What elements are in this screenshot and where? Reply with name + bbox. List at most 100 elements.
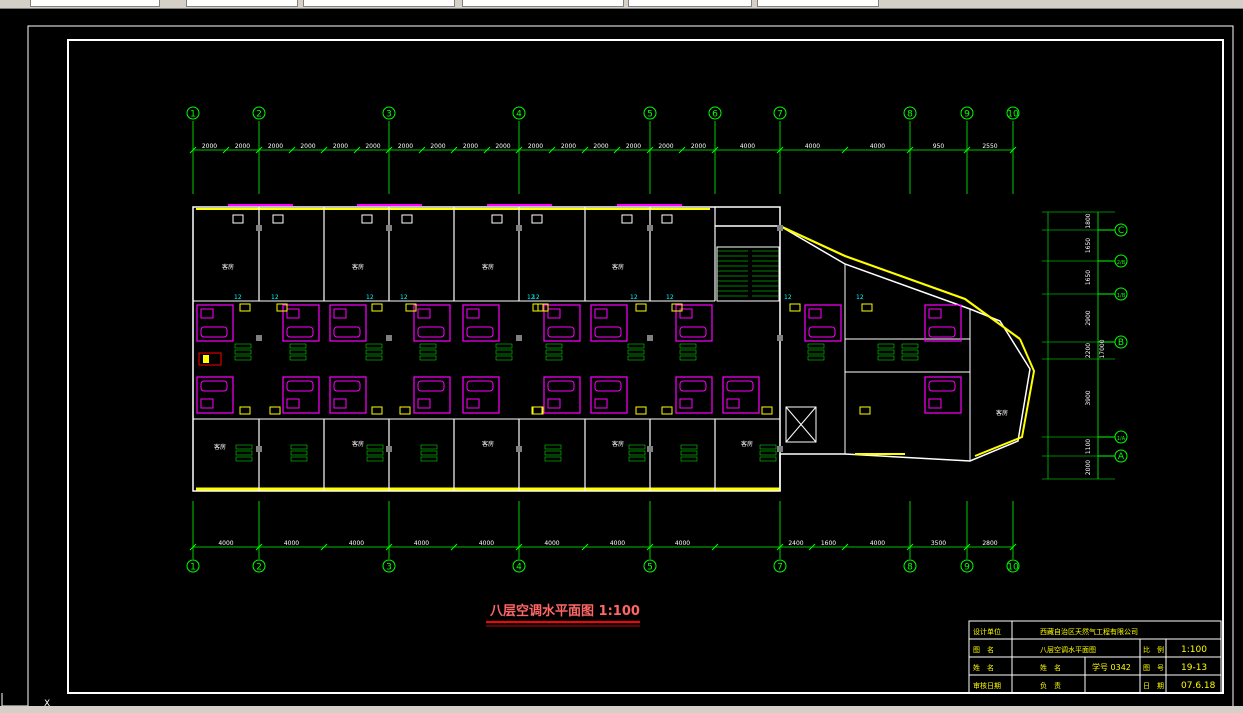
- dim-tick-bottom: [808, 543, 816, 551]
- bathroom-bottom: [924, 376, 962, 414]
- room-label: 客房: [222, 263, 234, 271]
- axis-label-bottom: 8: [907, 563, 913, 573]
- toolbar-combo-color[interactable]: [186, 0, 298, 7]
- pipe-label: [877, 349, 895, 355]
- dim-tick-bottom: [255, 543, 263, 551]
- tb-responsible-label: 负 责: [1040, 681, 1061, 690]
- fan-coil-unit-bottom: [859, 406, 871, 415]
- dim-tick-bottom: [515, 543, 523, 551]
- column: [777, 446, 783, 452]
- dim-text-bottom: 2400: [788, 540, 803, 547]
- dim-text-bottom: 4000: [479, 540, 494, 547]
- tb-designer-value: 西藏自治区天然气工程有限公司: [1040, 627, 1138, 636]
- ac-unit: [491, 214, 503, 224]
- sink-bottom: [594, 398, 608, 409]
- tb-date-value: 07.6.18: [1181, 681, 1216, 691]
- fan-coil-unit-bottom: [635, 406, 647, 415]
- dim-tick-bottom: [189, 543, 197, 551]
- fan-coil-unit: [635, 303, 647, 312]
- dim-text-top: 2000: [658, 143, 673, 150]
- tub-top: [417, 326, 445, 338]
- ac-unit: [401, 214, 413, 224]
- ac-unit: [661, 214, 673, 224]
- dim-tick-top: [963, 146, 971, 154]
- dim-text-bottom: 4000: [870, 540, 885, 547]
- tb-name-value: 八层空调水平面图: [1040, 645, 1096, 654]
- window-east-curved: [779, 225, 1021, 340]
- dim-text-bottom: 4000: [349, 540, 364, 547]
- axis-bubble-right: [1114, 287, 1128, 301]
- dim-tick-top: [1009, 146, 1017, 154]
- toolbar-combo-plotstyle[interactable]: [628, 0, 752, 7]
- axis-bubble-top: [708, 106, 722, 120]
- axis-label-top: 10: [1007, 110, 1019, 120]
- room-label: 客房: [612, 440, 624, 448]
- tub-bottom: [333, 380, 361, 392]
- dim-tick-top: [776, 146, 784, 154]
- column: [256, 446, 262, 452]
- pipe-label: [759, 444, 777, 450]
- ac-unit: [361, 214, 373, 224]
- dim-tick-top: [189, 146, 197, 154]
- elevator: [785, 406, 817, 443]
- dim-tick-top: [385, 146, 393, 154]
- dim-text-bottom: 4000: [218, 540, 233, 547]
- dim-tick-top: [222, 146, 230, 154]
- pipe-label: [495, 343, 513, 349]
- dim-text-bottom: 2800: [982, 540, 997, 547]
- bathroom-top: [282, 304, 320, 342]
- column: [386, 335, 392, 341]
- dim-tick-bottom: [906, 543, 914, 551]
- sink-top: [808, 308, 822, 319]
- axis-bubble-top: [773, 106, 787, 120]
- pipe-label: [680, 450, 698, 456]
- toolbar-combo-layer[interactable]: [30, 0, 160, 7]
- toolbar-combo-style[interactable]: [757, 0, 879, 7]
- dim-text-top: 2000: [268, 143, 283, 150]
- pipe-label: [235, 444, 253, 450]
- toolbar-combo-lineweight[interactable]: [462, 0, 624, 7]
- dim-text-right: 1100: [1085, 439, 1092, 454]
- bathroom-top: [804, 304, 842, 342]
- pipe-label: [628, 456, 646, 462]
- tub-top: [928, 326, 956, 338]
- sink-top: [466, 308, 480, 319]
- tub-bottom: [928, 380, 956, 392]
- sink-top: [928, 308, 942, 319]
- toolbar-combo-linetype[interactable]: [303, 0, 455, 7]
- room-label: 客房: [482, 440, 494, 448]
- pipe-label: [289, 343, 307, 349]
- dim-text-top: 4000: [870, 143, 885, 150]
- axis-label-top: 6: [712, 110, 718, 120]
- axis-bubble-bottom: [903, 559, 917, 573]
- dim-tick-top: [418, 146, 426, 154]
- fcu-tag: 12: [527, 294, 535, 301]
- pipe-label: [901, 355, 919, 361]
- pipe-label: [807, 343, 825, 349]
- pipe-label: [627, 355, 645, 361]
- pipe-label: [759, 450, 777, 456]
- sink-bottom: [928, 398, 942, 409]
- sink-bottom: [333, 398, 347, 409]
- pipe-label: [545, 355, 563, 361]
- riser-marker: [198, 352, 222, 366]
- dim-text-bottom: 4000: [544, 540, 559, 547]
- stair: [716, 246, 780, 302]
- bathroom-bottom: [722, 376, 760, 414]
- fan-coil-unit-bottom: [661, 406, 673, 415]
- tb-date-label: 审核日期: [973, 681, 1001, 690]
- pipe-label: [545, 343, 563, 349]
- fcu-tag: 12: [400, 294, 408, 301]
- axis-label-bottom: 5: [647, 563, 653, 573]
- axis-label-right: 1/A: [1117, 436, 1126, 442]
- fan-coil-unit-bottom: [399, 406, 411, 415]
- pipe-label: [679, 355, 697, 361]
- dim-text-right: 2200: [1085, 343, 1092, 358]
- sink-bottom: [547, 398, 561, 409]
- dim-text-top: 2000: [333, 143, 348, 150]
- pipe-label: [366, 456, 384, 462]
- tub-bottom: [679, 380, 707, 392]
